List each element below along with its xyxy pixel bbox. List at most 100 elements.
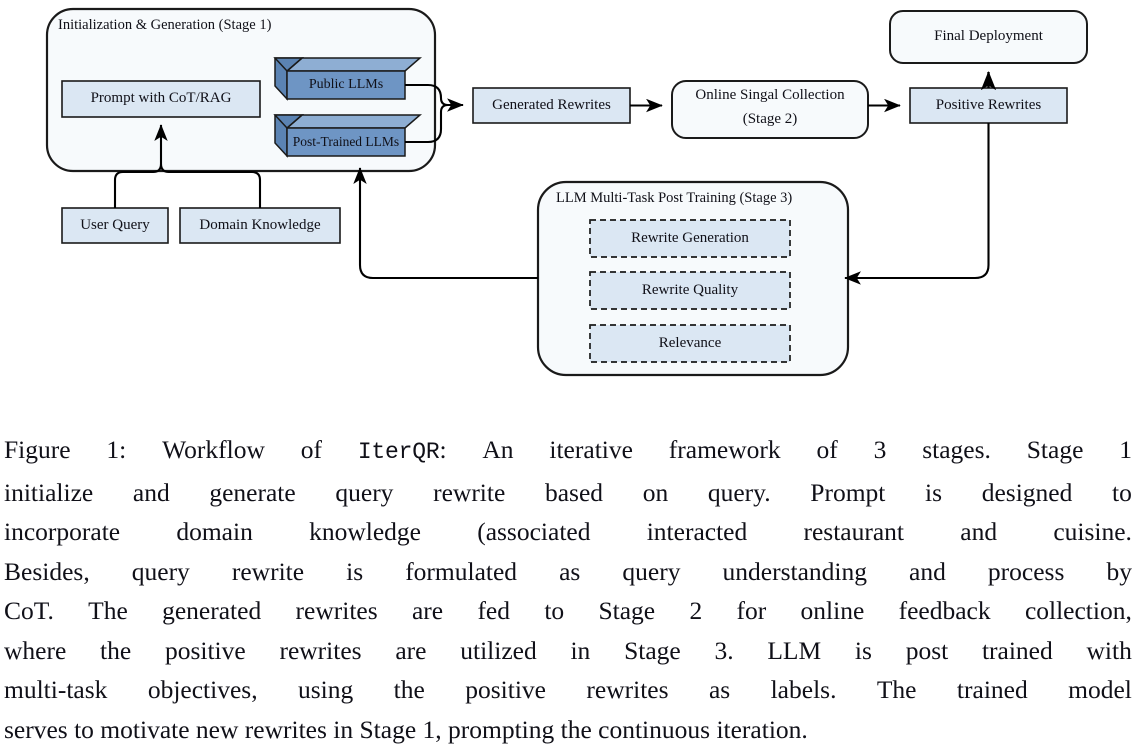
caption-line: incorporate domain knowledge (associated int… (4, 512, 1132, 552)
caption-word: formulated (405, 556, 518, 586)
caption-word: based (544, 477, 604, 507)
caption-word: interacted (646, 517, 748, 546)
node-prompt-rect (61, 80, 261, 118)
caption-word: knowledge (309, 517, 421, 546)
node-rewrite-generation-rect (589, 219, 791, 258)
caption-word: understanding (722, 556, 867, 586)
caption-word: LLM (767, 635, 822, 665)
node-user-query-rect (61, 207, 169, 244)
caption-word: Stage (624, 635, 681, 665)
caption-word: trained (956, 675, 1028, 704)
node-online-signal-collection-rect (671, 80, 869, 139)
edge-positive-to-stage3 (844, 123, 990, 285)
caption-word: 3 (873, 435, 887, 464)
caption-word: Workflow (162, 435, 265, 464)
caption-word: (associated (477, 517, 591, 546)
caption-word: as (559, 556, 581, 586)
caption-word: query (335, 477, 394, 507)
caption-word: query. (707, 477, 771, 507)
edge-post-trained-llms-to-generated (405, 103, 449, 144)
caption-word: Stage (598, 596, 656, 625)
caption-word: initialize (4, 477, 94, 507)
caption-word: is (854, 635, 872, 665)
caption-word: 3. (714, 635, 734, 665)
node-generated-rewrites-rect (472, 87, 631, 124)
caption-word: IterQR: (357, 435, 447, 465)
node-relevance-rect (589, 324, 791, 363)
caption-line: Figure 1: Workflow of IterQR: An iterative fram… (4, 430, 1132, 473)
caption-word: of (300, 435, 322, 464)
caption-word: Figure (4, 435, 71, 464)
node-positive-rewrites-rect (909, 87, 1068, 124)
caption-word: positive (164, 635, 246, 665)
caption-word: rewrite (231, 556, 305, 586)
caption-word: and (960, 517, 998, 546)
caption-word: query (131, 556, 190, 586)
caption-word: utilized (460, 635, 537, 665)
caption-word: collection, (1024, 596, 1132, 625)
caption-word: iterative (549, 435, 633, 464)
caption-word: the (393, 675, 425, 704)
caption-word: using (298, 675, 354, 704)
caption-word: multi-task (4, 675, 108, 704)
caption-word: rewrites (279, 635, 362, 665)
caption-word: Stage (1026, 435, 1084, 464)
caption-word: 1 (1119, 435, 1132, 464)
caption-word: process (987, 556, 1065, 586)
caption-word: and (909, 556, 946, 586)
caption-word: model (1068, 675, 1132, 704)
caption-word: fed (477, 596, 510, 625)
figure-caption: Figure 1: Workflow of IterQR: An iterative fram… (4, 430, 1132, 749)
caption-word: domain (176, 517, 253, 546)
caption-word: feedback (898, 596, 991, 625)
caption-word: rewrite (433, 477, 506, 507)
stage1-title: Initialization & Generation (Stage 1) (58, 17, 272, 33)
caption-mono-term: IterQR (357, 439, 440, 465)
caption-word: The (88, 596, 128, 625)
edge-domain-knowledge-to-prompt (159, 163, 262, 208)
caption-word: positive (465, 675, 546, 704)
workflow-diagram-svg (45, 7, 1088, 377)
caption-word: is (346, 556, 364, 586)
caption-word: cuisine. (1053, 517, 1132, 546)
caption-word: rewrites (295, 596, 378, 625)
caption-word: framework (668, 435, 781, 464)
node-domain-knowledge-rect (179, 207, 341, 244)
caption-word: generated (162, 596, 262, 625)
node-rewrite-quality-rect (589, 271, 791, 310)
caption-word: is (925, 477, 943, 507)
caption-word: in (570, 635, 591, 665)
caption-word: The (876, 675, 917, 704)
caption-word: CoT. (4, 596, 54, 625)
caption-word: are (395, 635, 427, 665)
caption-word: trained (981, 635, 1053, 665)
caption-word: online (800, 596, 865, 625)
stage3-title: LLM Multi-Task Post Training (Stage 3) (556, 190, 793, 206)
caption-word: for (736, 596, 767, 625)
caption-word: An (482, 435, 514, 464)
caption-word: designed (981, 477, 1073, 507)
caption-line: serves to motivate new rewrites in Stage… (4, 714, 808, 744)
caption-word: are (411, 596, 444, 625)
caption-word: to (1112, 477, 1132, 507)
caption-word: restaurant (803, 517, 905, 546)
caption-word: Besides, (4, 556, 90, 586)
node-final-deployment-rect (889, 10, 1088, 64)
caption-word: labels. (770, 675, 837, 704)
edge-stage3-to-post-trained-llms (353, 167, 538, 280)
caption-word: post (905, 635, 949, 665)
figure-diagram: Initialization & Generation (Stage 1) LL… (45, 7, 1088, 377)
caption-word: rewrites (586, 675, 669, 704)
caption-word: and (132, 477, 170, 507)
caption-word: where (4, 635, 67, 665)
node-public-llms-shape (273, 57, 423, 101)
caption-word: 1: (106, 435, 127, 464)
caption-word: to (544, 596, 565, 625)
caption-word: incorporate (4, 517, 121, 546)
caption-word: generate (209, 477, 296, 507)
